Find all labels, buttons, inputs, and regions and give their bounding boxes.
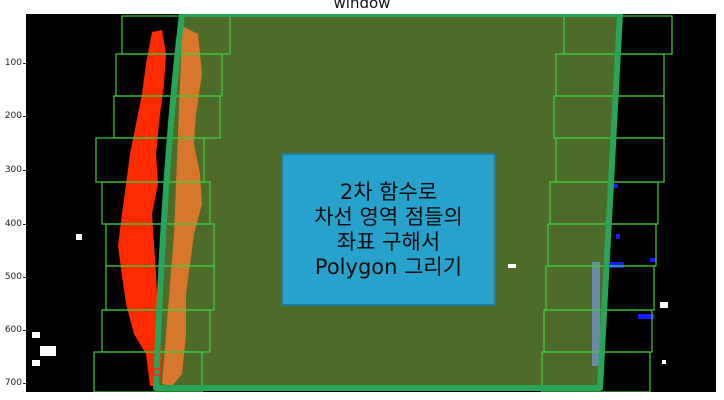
start-point-marker <box>152 367 162 377</box>
y-tick-label: 300 <box>4 165 22 175</box>
y-tick-label: 500 <box>4 272 22 282</box>
left-lane-overlay <box>162 26 202 386</box>
noise-speck <box>32 360 40 366</box>
right-lane-overlay <box>592 262 600 366</box>
y-tick-mark <box>23 224 26 225</box>
y-tick-mark <box>23 277 26 278</box>
noise-speck <box>660 302 668 308</box>
annotation-box: 2차 함수로 차선 영역 점들의 좌표 구해서 Polygon 그리기 <box>281 153 496 306</box>
y-tick-mark <box>23 170 26 171</box>
right-lane-pixel <box>610 262 624 268</box>
noise-speck <box>76 234 82 240</box>
y-tick-label: 200 <box>4 111 22 121</box>
noise-speck <box>32 332 40 338</box>
y-tick-label: 700 <box>4 378 22 388</box>
right-lane-pixel <box>638 314 654 319</box>
y-tick-mark <box>23 63 26 64</box>
noise-speck <box>40 346 56 356</box>
sliding-window <box>541 351 651 392</box>
lane-polygon-outline <box>153 14 623 391</box>
noise-speck <box>662 360 666 364</box>
annotation-line: Polygon 그리기 <box>314 254 463 279</box>
right-lane-pixel <box>650 258 656 262</box>
y-tick-mark <box>23 383 26 384</box>
y-axis: 100 200 300 400 500 600 700 <box>0 0 26 400</box>
y-tick-label: 100 <box>4 58 22 68</box>
y-tick-label: 400 <box>4 219 22 229</box>
annotation-line: 차선 영역 점들의 <box>314 204 463 229</box>
y-tick-mark <box>23 116 26 117</box>
left-lane-pixels <box>118 30 166 386</box>
sliding-window <box>93 351 203 392</box>
noise-speck <box>508 264 516 268</box>
annotation-line: 2차 함수로 <box>339 179 438 204</box>
y-tick-mark <box>23 330 26 331</box>
y-tick-label: 600 <box>4 325 22 335</box>
right-lane-pixel <box>612 184 618 188</box>
figure-title: window <box>333 0 391 12</box>
annotation-line: 좌표 구해서 <box>336 229 441 254</box>
right-lane-pixel <box>616 234 620 239</box>
